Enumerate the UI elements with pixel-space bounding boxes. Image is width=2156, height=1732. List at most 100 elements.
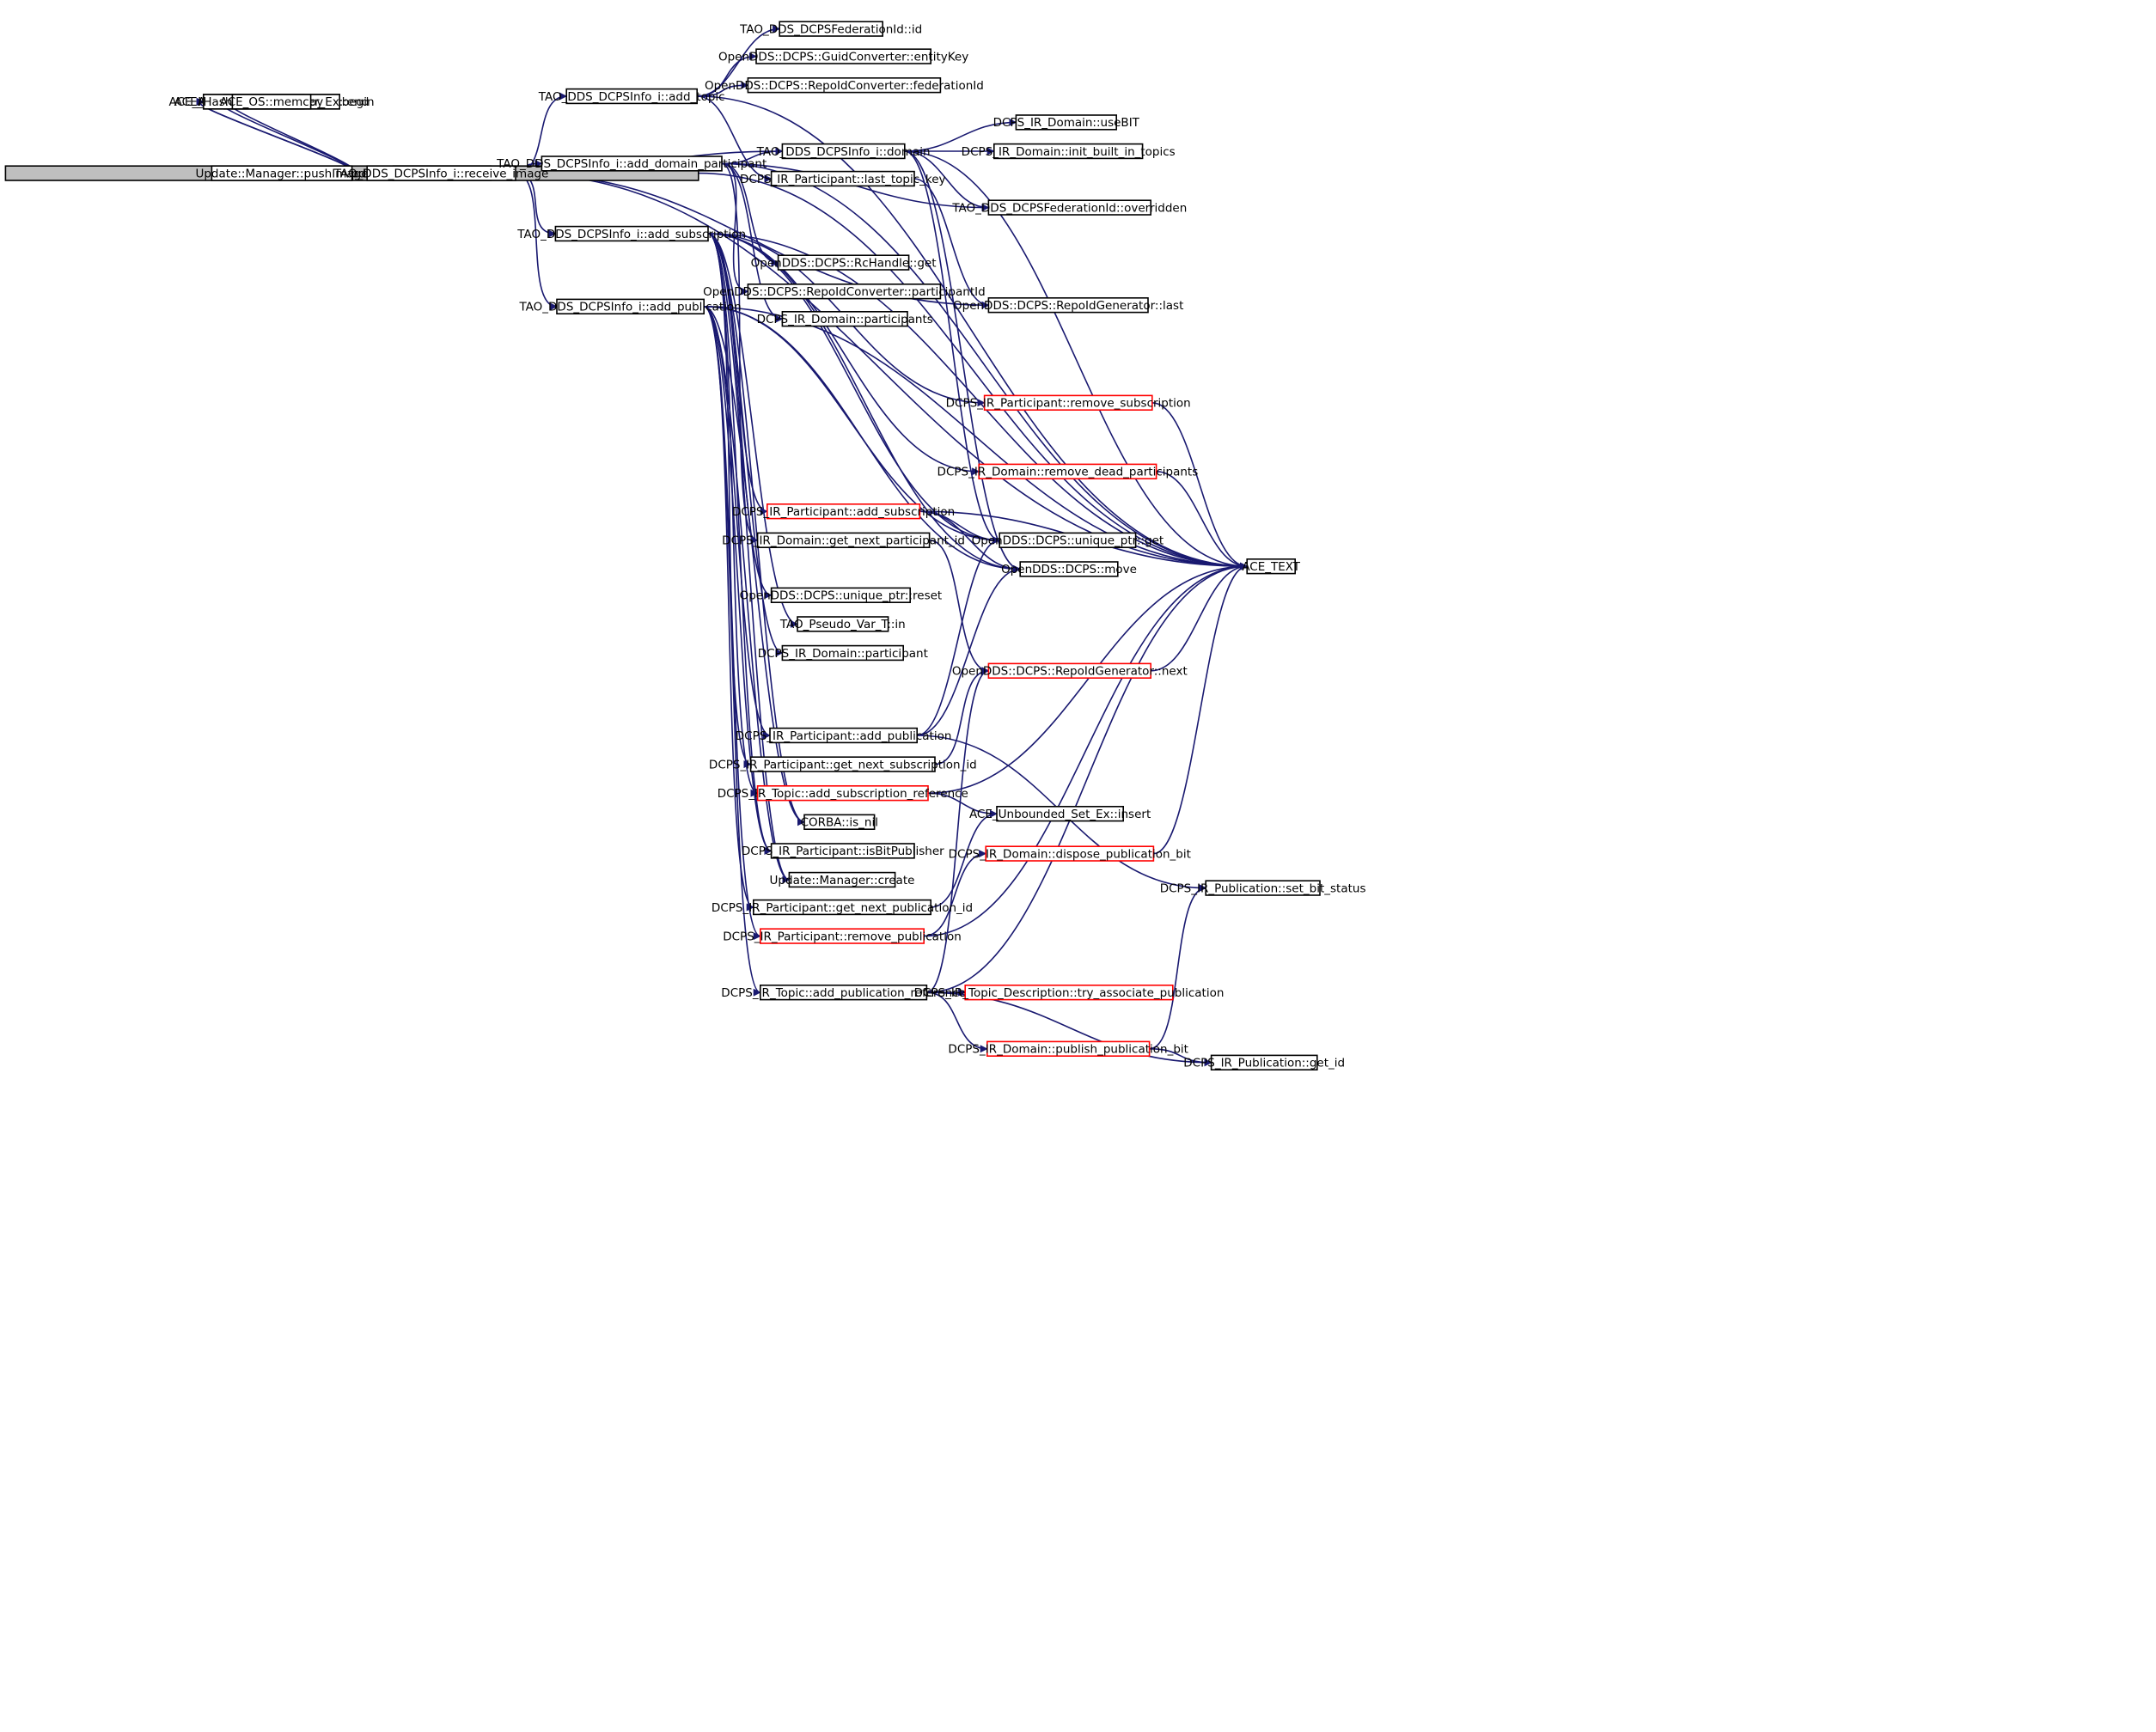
node-label: ACE_Unbounded_Set_Ex::insert: [969, 808, 1151, 821]
node-participant-id[interactable]: OpenDDS::DCPS::RepoIdConverter::particip…: [703, 283, 986, 300]
edge-add-pub-ref-to-publish-pub-bit: [926, 991, 988, 1053]
edge-add-sub-to-up-get: [707, 233, 1001, 545]
node-label: DCPS_IR_Participant::get_next_publicatio…: [712, 901, 973, 915]
node-next-sub-id[interactable]: DCPS_IR_Participant::get_next_subscripti…: [709, 756, 977, 772]
node-box: [777, 254, 910, 271]
node-box: [770, 170, 915, 187]
node-label: DCPS_IR_Topic_Description::try_associate…: [914, 986, 1225, 1000]
node-box: [759, 928, 925, 944]
node-add-dp[interactable]: TAO_DDS_DCPSInfo_i::add_domain_participa…: [496, 156, 767, 172]
node-up-reset[interactable]: OpenDDS::DCPS::unique_ptr::reset: [740, 587, 943, 604]
node-ace-text[interactable]: ACE_TEXT: [1242, 558, 1301, 575]
node-next-pub-id[interactable]: DCPS_IR_Participant::get_next_publicatio…: [712, 899, 973, 916]
node-next-pid[interactable]: DCPS_IR_Domain::get_next_participant_id: [722, 532, 965, 549]
node-box: [554, 225, 709, 242]
node-get-id[interactable]: DCPS_IR_Publication::get_id: [1183, 1054, 1345, 1071]
node-remove-sub[interactable]: DCPS_IR_Participant::remove_subscription: [946, 394, 1191, 411]
node-add-pub[interactable]: TAO_DDS_DCPSInfo_i::add_publication: [518, 298, 742, 314]
node-dispose-pub-bit[interactable]: DCPS_IR_Domain::dispose_publication_bit: [949, 845, 1191, 862]
node-label: DCPS_IR_Topic::add_publication_reference: [721, 986, 966, 1000]
node-fed-id[interactable]: TAO_DDS_DCPSFederationId::id: [739, 21, 922, 37]
node-label: DCPS_IR_Publication::set_bit_status: [1160, 881, 1366, 895]
edge-request-image-to-ahm-end: [196, 97, 357, 174]
node-box: [749, 756, 936, 772]
node-rid-last[interactable]: OpenDDS::DCPS::RepoIdGenerator::last: [953, 296, 1183, 314]
node-dom-participant[interactable]: DCPS_IR_Domain::participant: [758, 644, 928, 662]
edge-domain-to-use-bit: [904, 118, 1017, 152]
edge-domain-to-overridden: [904, 150, 990, 212]
node-entity-key[interactable]: OpenDDS::DCPS::GuidConverter::entityKey: [718, 48, 968, 64]
node-is-nil[interactable]: CORBA::is_nil: [801, 814, 878, 831]
node-label: DCPS_IR_Participant::remove_subscription: [946, 397, 1191, 411]
node-add-subscription[interactable]: DCPS_IR_Participant::add_subscription: [732, 503, 955, 520]
edge-domain-to-ace-text: [904, 150, 1249, 570]
node-label: DCPS_IR_Domain::dispose_publication_bit: [949, 847, 1191, 861]
node-label: DCPS_IR_Participant::get_next_subscripti…: [709, 758, 977, 771]
edge-remove-dead-to-ace-text: [1156, 471, 1249, 570]
node-box: [756, 784, 929, 802]
node-label: DCPS_IR_Publication::get_id: [1183, 1057, 1345, 1070]
node-memcpy[interactable]: ACE_OS::memcpy: [220, 94, 324, 110]
node-participants[interactable]: DCPS_IR_Domain::participants: [757, 310, 933, 327]
edge-last-topic-key-to-rid-last: [913, 178, 990, 309]
edge-next-sub-id-to-rid-next: [934, 667, 990, 765]
node-box: [759, 985, 928, 1001]
node-init-bit[interactable]: DCPS_IR_Domain::init_built_in_topics: [962, 143, 1176, 160]
node-label: TAO_DDS_DCPSFederationId::overridden: [951, 201, 1187, 215]
node-label: DCPS_IR_Domain::remove_dead_participants: [938, 466, 1199, 479]
node-box: [996, 805, 1124, 822]
node-up-get[interactable]: OpenDDS::DCPS::unique_ptr::get: [972, 532, 1164, 549]
node-set-bit-status[interactable]: DCPS_IR_Publication::set_bit_status: [1160, 880, 1366, 896]
node-box: [1210, 1054, 1318, 1071]
node-label: OpenDDS::DCPS::move: [1001, 563, 1137, 576]
edge-request-image-to-memcpy: [225, 97, 357, 174]
node-box: [985, 845, 1155, 862]
node-use-bit[interactable]: DCPS_IR_Domain::useBIT: [993, 114, 1140, 131]
node-ubs-insert[interactable]: ACE_Unbounded_Set_Ex::insert: [969, 805, 1151, 822]
node-label: DCPS_IR_Participant::add_subscription: [732, 505, 955, 519]
node-remove-pub[interactable]: DCPS_IR_Participant::remove_publication: [723, 928, 962, 944]
edge-add-sub-to-ace-text: [707, 233, 1249, 570]
node-last-topic-key[interactable]: DCPS_IR_Participant::last_topic_key: [740, 170, 946, 187]
node-rid-next[interactable]: OpenDDS::DCPS::RepoIdGenerator::next: [952, 662, 1188, 680]
node-receive-image[interactable]: TAO_DDS_DCPSInfo_i::receive_image: [333, 165, 549, 181]
node-box: [1246, 558, 1296, 575]
edge-add-sub-to-dom-participant: [707, 233, 784, 657]
node-box: [1205, 880, 1321, 896]
node-box: [1019, 561, 1119, 577]
edge-publish-pub-bit-to-get-id: [1149, 1048, 1212, 1067]
node-box: [565, 88, 699, 105]
node-publish-pub-bit[interactable]: DCPS_IR_Domain::publish_publication_bit: [948, 1040, 1188, 1058]
edge-add-sub-to-move: [707, 233, 1022, 573]
node-pseudo-in[interactable]: TAO_Pseudo_Var_T::in: [779, 616, 906, 632]
node-add-sub-ref[interactable]: DCPS_IR_Topic::add_subscription_referenc…: [718, 784, 968, 802]
node-box: [747, 283, 942, 300]
node-domain[interactable]: TAO_DDS_DCPSInfo_i::domain: [756, 143, 931, 160]
node-add-pub-ref[interactable]: DCPS_IR_Topic::add_publication_reference: [721, 985, 966, 1001]
node-move[interactable]: OpenDDS::DCPS::move: [1001, 561, 1137, 577]
node-is-bit-pub[interactable]: DCPS_IR_Participant::isBitPublisher: [742, 843, 944, 859]
node-box: [983, 394, 1153, 411]
node-label: Update::Manager::create: [770, 874, 915, 887]
edge-add-dp-to-next-pid: [721, 162, 759, 545]
node-add-topic[interactable]: TAO_DDS_DCPSInfo_i::add_topic: [538, 88, 725, 105]
node-add-publication[interactable]: DCPS_IR_Participant::add_publication: [736, 727, 952, 744]
node-overridden[interactable]: TAO_DDS_DCPSFederationId::overridden: [951, 199, 1187, 216]
node-rc-get[interactable]: OpenDDS::DCPS::RcHandle::get: [751, 254, 937, 271]
node-remove-dead[interactable]: DCPS_IR_Domain::remove_dead_participants: [938, 463, 1199, 480]
node-federation-id[interactable]: OpenDDS::DCPS::RepoIdConverter::federati…: [705, 77, 984, 94]
node-box: [766, 503, 921, 520]
node-add-sub[interactable]: TAO_DDS_DCPSInfo_i::add_subscription: [516, 225, 746, 242]
node-mgr-create[interactable]: Update::Manager::create: [770, 871, 915, 888]
node-push-image[interactable]: Update::Manager::pushImage: [195, 165, 369, 181]
node-box: [755, 48, 931, 64]
edge-remove-sub-to-ace-text: [1151, 402, 1249, 570]
node-label: DCPS_IR_Participant::add_publication: [736, 729, 952, 743]
edge-add-pub-to-is-bit-pub: [703, 306, 773, 855]
node-box: [756, 532, 931, 549]
node-label: DCPS_IR_Domain::publish_publication_bit: [948, 1043, 1188, 1057]
node-try-assoc[interactable]: DCPS_IR_Topic_Description::try_associate…: [914, 985, 1225, 1001]
edge-add-topic-to-entity-key: [697, 52, 757, 97]
edge-add-pub-to-ace-text: [704, 306, 1249, 570]
